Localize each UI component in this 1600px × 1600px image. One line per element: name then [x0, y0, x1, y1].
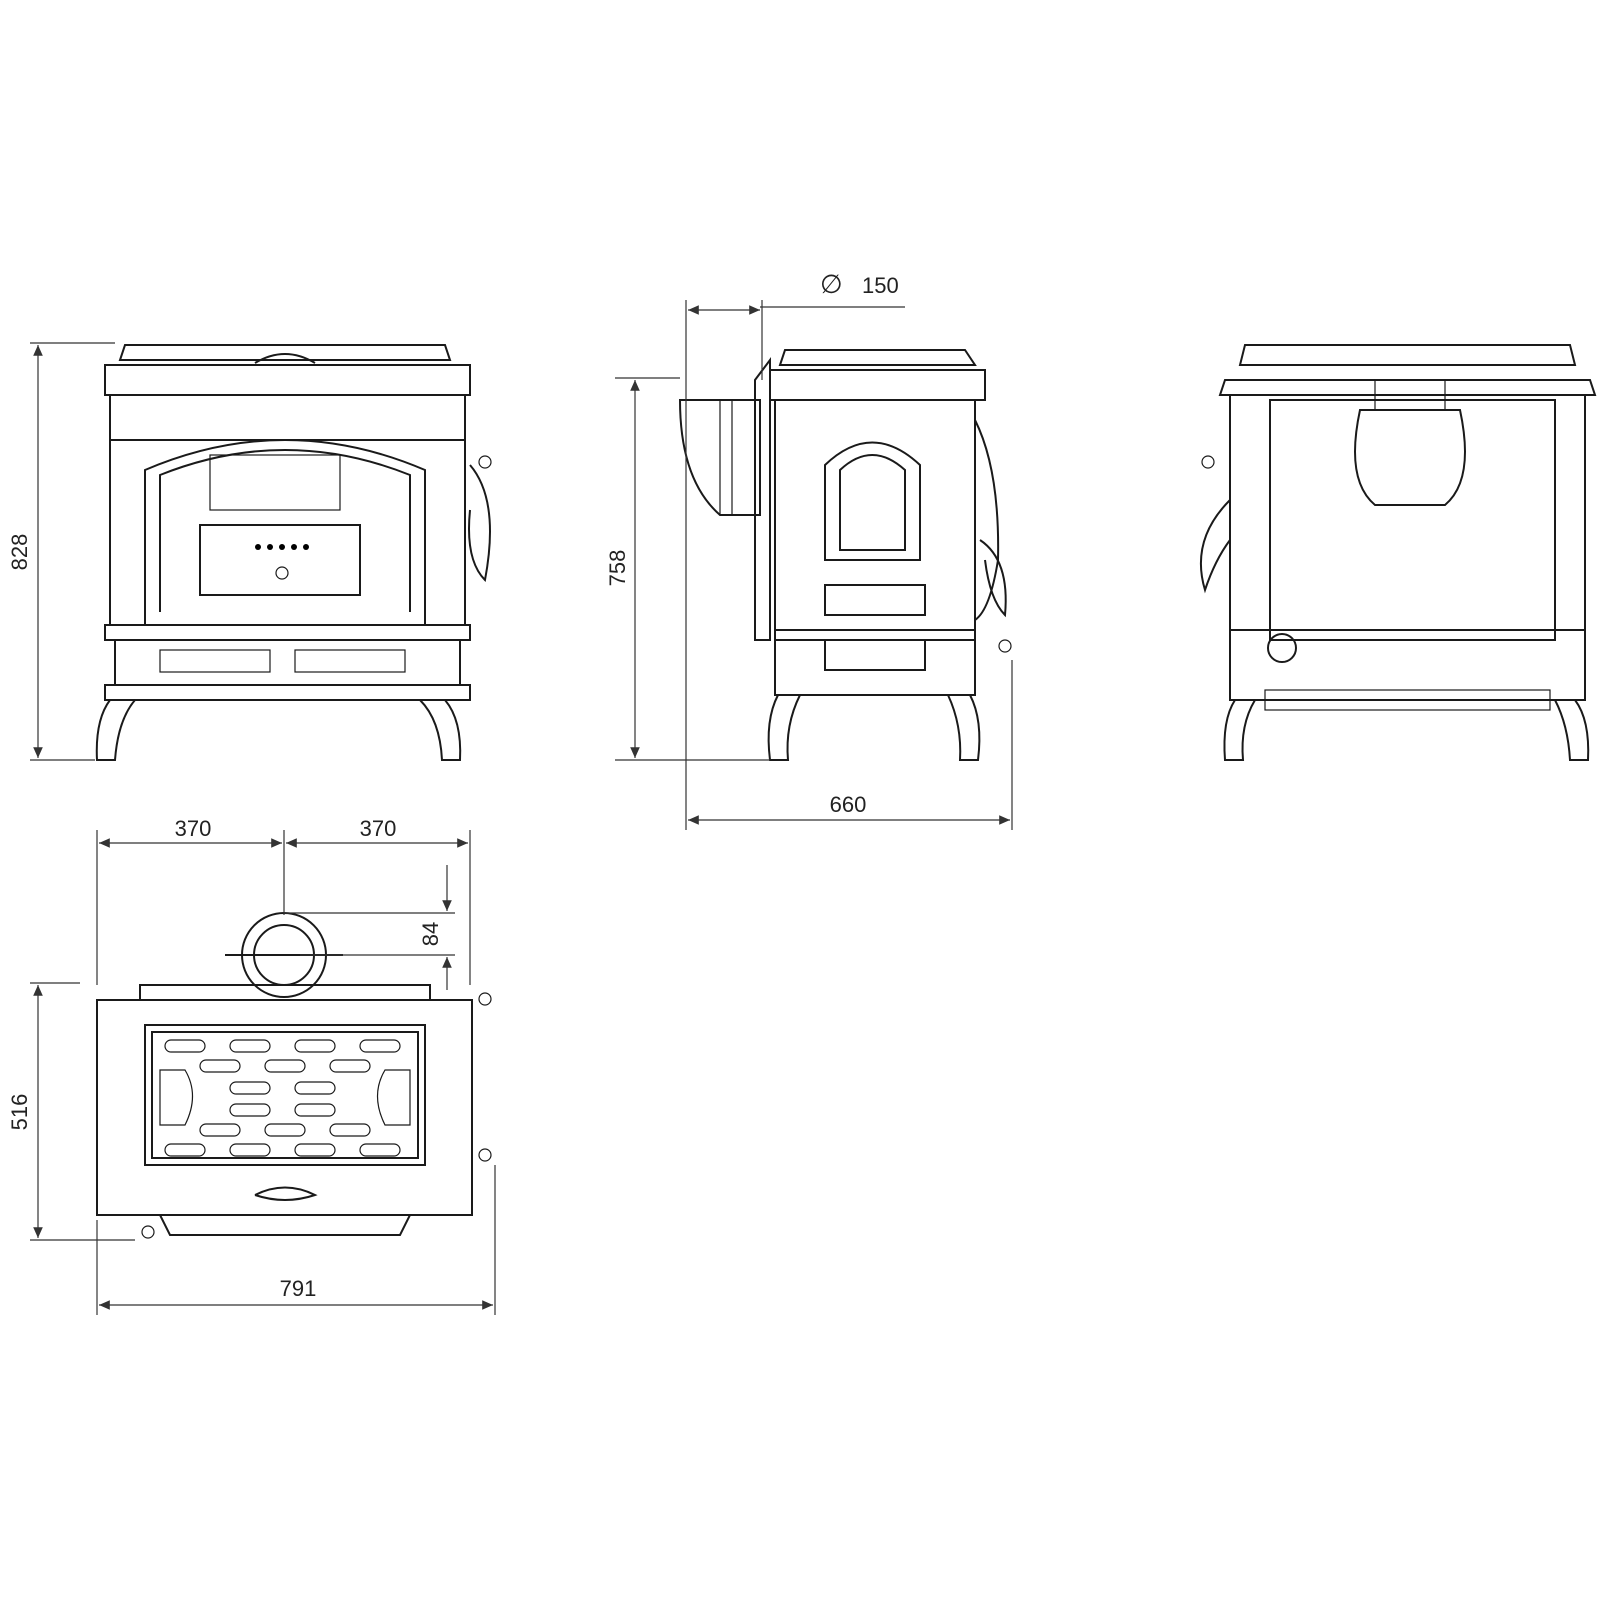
- side-height-label: 758: [605, 550, 630, 587]
- front-view: [95, 344, 492, 761]
- front-height-label: 828: [7, 534, 32, 571]
- side-view: [678, 349, 1012, 761]
- top-width-label: 791: [280, 1276, 317, 1301]
- back-view: [1199, 344, 1597, 761]
- grate-slots: [159, 1039, 411, 1157]
- flue-diameter-symbol: ∅: [820, 269, 843, 299]
- flue-offset-label: 84: [418, 922, 443, 946]
- side-depth-label: 660: [830, 792, 867, 817]
- top-depth-label: 516: [7, 1094, 32, 1131]
- dimension-labels: 828 758 ∅ 150 660 370 370 84 516 791: [7, 269, 899, 1301]
- flue-diameter-label: 150: [862, 273, 899, 298]
- dimension-lines: [30, 300, 1013, 1315]
- top-left-half-label: 370: [175, 816, 212, 841]
- top-right-half-label: 370: [360, 816, 397, 841]
- dots: [255, 544, 309, 550]
- top-view: [96, 912, 492, 1239]
